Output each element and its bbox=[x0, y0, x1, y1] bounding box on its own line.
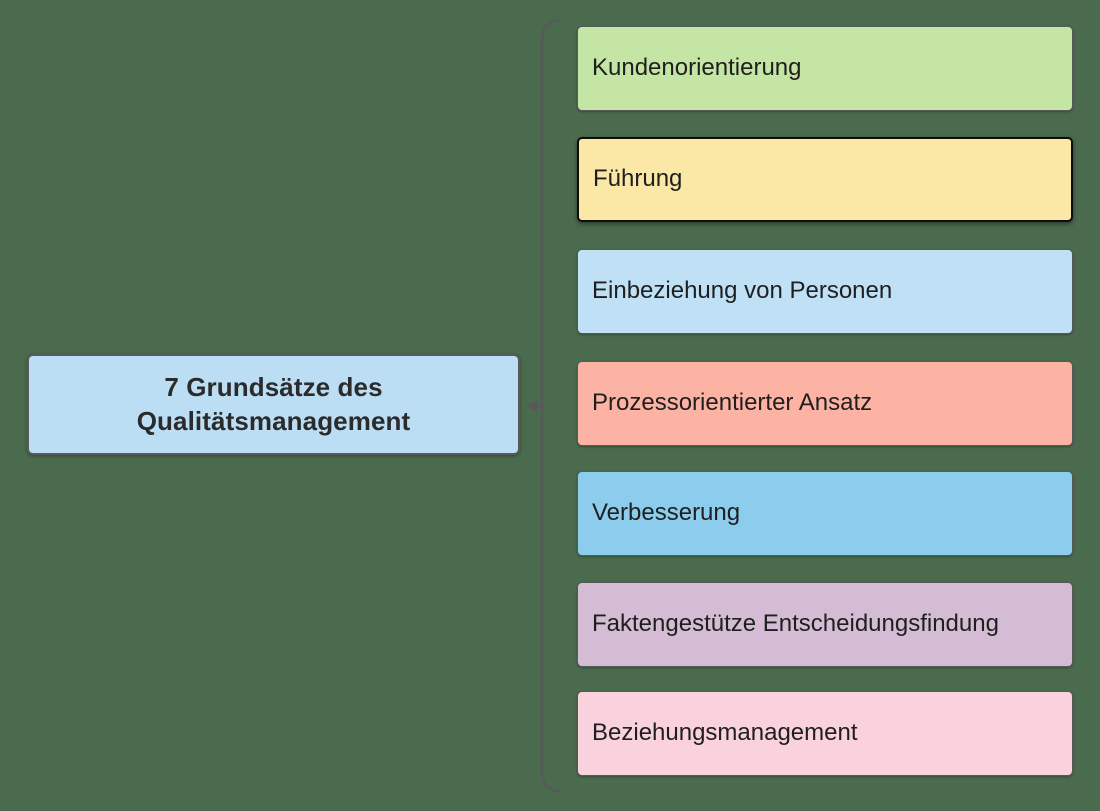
branch-label: Beziehungsmanagement bbox=[592, 719, 858, 747]
spine-path bbox=[540, 18, 562, 793]
branch-label: Führung bbox=[593, 165, 683, 193]
root-node-label-line1: 7 Grundsätze des bbox=[164, 372, 383, 403]
branch-node-faktengestuetze-entscheidungsfindung[interactable]: Faktengestütze Entscheidungsfindung bbox=[577, 582, 1073, 667]
root-node-label: 7 Grundsätze des Qualitätsmanagement bbox=[123, 371, 425, 438]
arrow-left-icon bbox=[525, 400, 538, 412]
branch-node-einbeziehung-von-personen[interactable]: Einbeziehung von Personen bbox=[577, 249, 1073, 334]
branch-node-fuehrung[interactable]: Führung bbox=[577, 137, 1073, 222]
branch-node-verbesserung[interactable]: Verbesserung bbox=[577, 471, 1073, 556]
branch-node-beziehungsmanagement[interactable]: Beziehungsmanagement bbox=[577, 691, 1073, 776]
branch-list: Kundenorientierung Führung Einbeziehung … bbox=[577, 26, 1073, 786]
branch-label: Prozessorientierter Ansatz bbox=[592, 389, 873, 417]
branch-label: Verbesserung bbox=[592, 499, 741, 527]
branch-node-kundenorientierung[interactable]: Kundenorientierung bbox=[577, 26, 1073, 111]
branch-label: Kundenorientierung bbox=[592, 54, 802, 82]
branch-connector bbox=[525, 18, 562, 793]
branch-label: Einbeziehung von Personen bbox=[592, 277, 893, 305]
branch-node-prozessorientierter-ansatz[interactable]: Prozessorientierter Ansatz bbox=[577, 361, 1073, 446]
branch-label: Faktengestütze Entscheidungsfindung bbox=[592, 610, 999, 638]
root-node[interactable]: 7 Grundsätze des Qualitätsmanagement bbox=[27, 354, 520, 455]
root-node-label-line2: Qualitätsmanagement bbox=[136, 405, 411, 436]
